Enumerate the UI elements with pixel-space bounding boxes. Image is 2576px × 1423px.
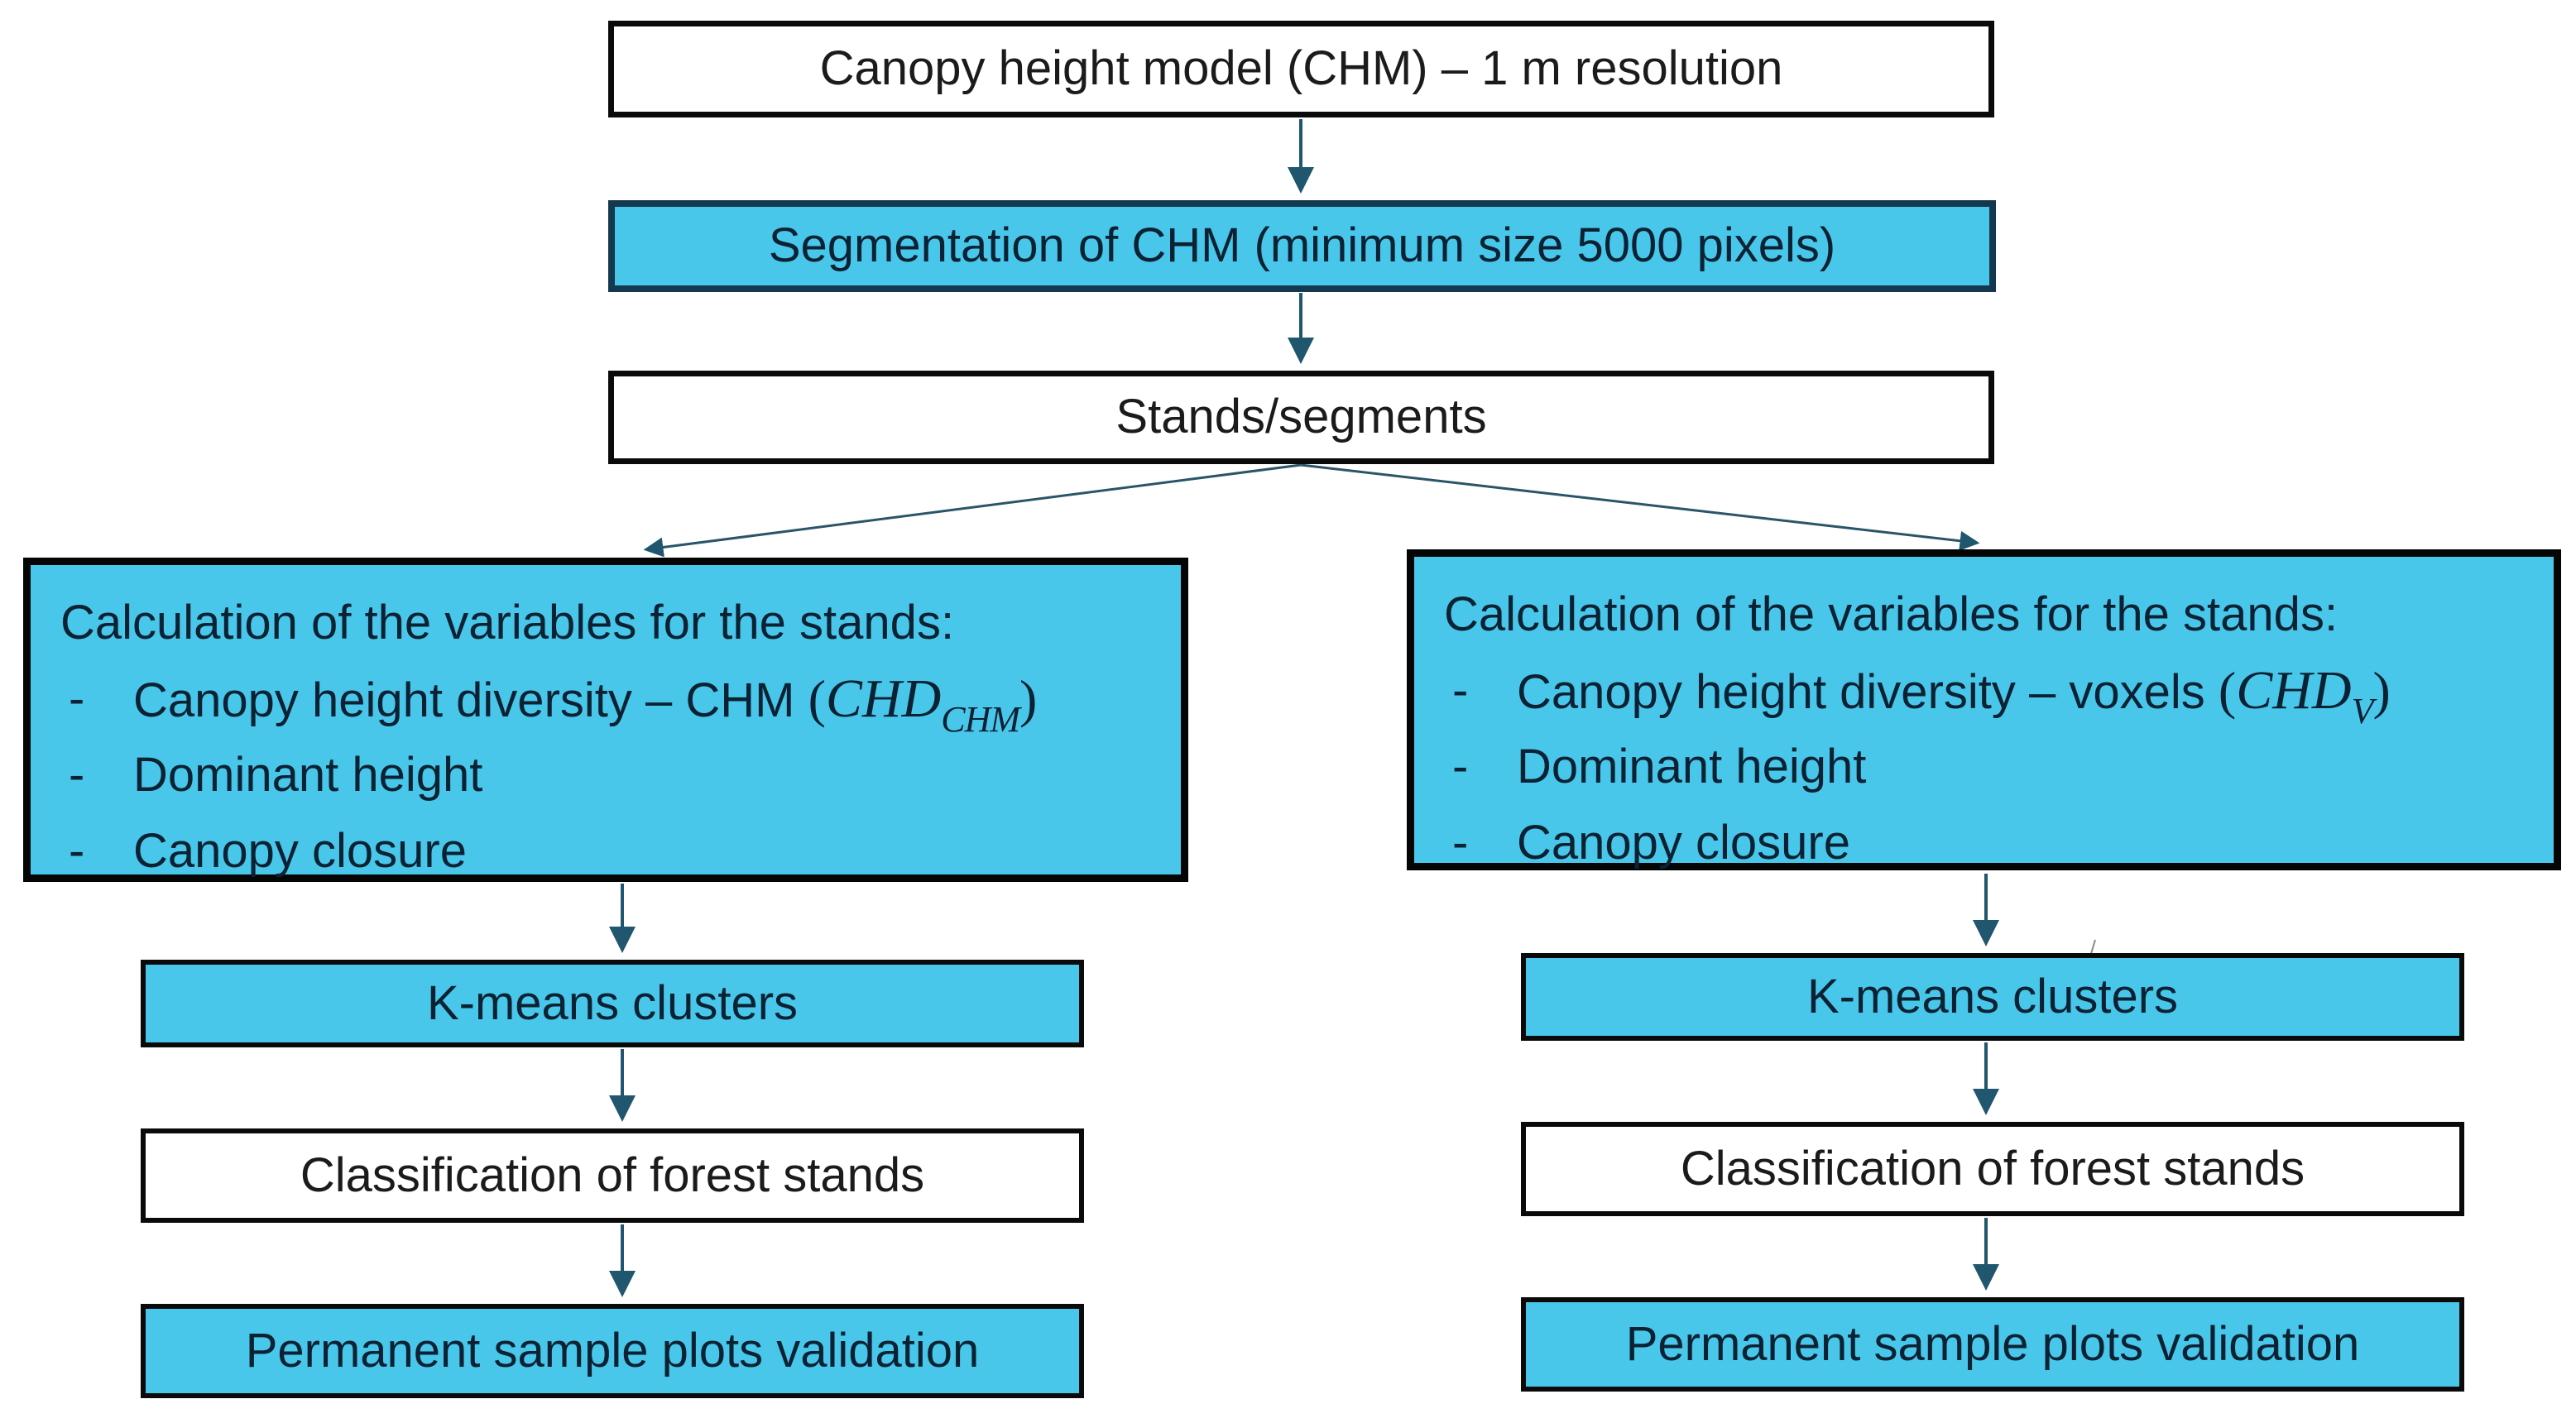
calc-title-right: Calculation of the variables for the sta… — [1444, 587, 2339, 641]
bullet-text: Dominant height — [1517, 739, 1867, 793]
calc-bullet-dominant-height-left: - Dominant height — [60, 737, 1156, 813]
chm-box-label: Canopy height model (CHM) – 1 m resoluti… — [819, 41, 1783, 96]
bullet-dash: - — [1452, 663, 1469, 717]
calc-bullet-canopy-closure-left: - Canopy closure — [60, 813, 1156, 889]
bullet-text: Canopy closure — [133, 823, 467, 878]
bullet-text: Canopy closure — [1517, 815, 1850, 870]
math-chd-subscript: CHM — [941, 699, 1020, 740]
kmeans-label: K-means clusters — [1806, 969, 2179, 1023]
stands-box: Stands/segments — [608, 371, 1994, 464]
math-chd: CHD — [2236, 660, 2352, 721]
arrow-stands-to-calc-left — [643, 463, 1302, 558]
calc-bullet-canopy-closure-right: - Canopy closure — [1444, 805, 2529, 881]
math-chd-subscript: V — [2351, 691, 2374, 732]
bullet-dash: - — [69, 747, 85, 802]
calc-bullet-chd-right: - Canopy height diversity – voxels (CHDV… — [1444, 653, 2529, 732]
classification-box-right: Classification of forest stands — [1521, 1122, 2464, 1216]
classification-box-left: Classification of forest stands — [141, 1128, 1084, 1223]
calc-bullet-chd-left: - Canopy height diversity – CHM (CHDCHM) — [60, 661, 1156, 740]
calc-box-left: Calculation of the variables for the sta… — [23, 558, 1188, 882]
validation-label: Permanent sample plots validation — [1625, 1316, 2360, 1371]
stands-box-label: Stands/segments — [1115, 390, 1487, 444]
bullet-dash: - — [1452, 815, 1469, 870]
bullet-dash: - — [69, 823, 85, 878]
classification-label: Classification of forest stands — [300, 1148, 925, 1202]
bullet-text: Canopy height diversity – CHM (CHDCHM) — [133, 668, 1038, 740]
math-chd: CHD — [825, 668, 942, 730]
kmeans-box-right: K-means clusters — [1521, 953, 2464, 1041]
validation-box-left: Permanent sample plots validation — [141, 1304, 1084, 1398]
bullet-text: Dominant height — [133, 747, 483, 802]
bullet-dash: - — [1452, 739, 1469, 793]
chm-box: Canopy height model (CHM) – 1 m resoluti… — [608, 21, 1994, 117]
calc-box-right: Calculation of the variables for the sta… — [1407, 549, 2561, 870]
arrow-stands-to-calc-right — [1300, 463, 1980, 551]
bullet-dash: - — [69, 671, 85, 726]
kmeans-box-left: K-means clusters — [141, 960, 1084, 1047]
kmeans-label: K-means clusters — [426, 975, 799, 1030]
segmentation-box-label: Segmentation of CHM (minimum size 5000 p… — [768, 218, 1836, 273]
classification-label: Classification of forest stands — [1680, 1141, 2305, 1195]
calc-bullet-dominant-height-right: - Dominant height — [1444, 729, 2529, 805]
validation-box-right: Permanent sample plots validation — [1521, 1297, 2464, 1392]
bullet-text: Canopy height diversity – voxels (CHDV) — [1517, 660, 2391, 732]
calc-title-left: Calculation of the variables for the sta… — [60, 595, 955, 649]
validation-label: Permanent sample plots validation — [245, 1323, 980, 1377]
segmentation-box: Segmentation of CHM (minimum size 5000 p… — [608, 200, 1996, 292]
